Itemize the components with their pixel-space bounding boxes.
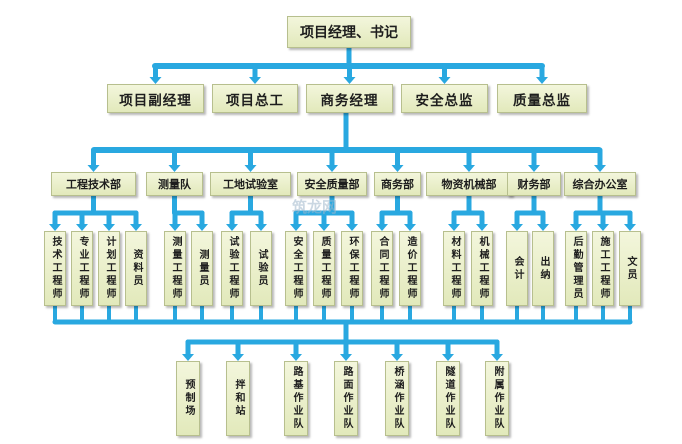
level2-box: 项目总工 — [212, 84, 298, 113]
role-box: 安全工程师 — [285, 231, 307, 306]
arrow-head — [196, 224, 208, 231]
department-box: 工地试验室 — [210, 172, 291, 196]
work-team-box: 隧道作业队 — [436, 361, 460, 436]
arrow-head — [343, 77, 356, 84]
role-box: 测量员 — [191, 231, 213, 306]
arrow-head — [448, 224, 460, 231]
role-box: 后勤管理员 — [565, 231, 587, 306]
arrow-head — [597, 224, 609, 231]
arrow-head — [249, 77, 261, 84]
work-team-box: 拌和站 — [226, 361, 250, 436]
role-box: 试验工程师 — [221, 231, 243, 306]
department-box: 财务部 — [507, 172, 561, 196]
arrow-head — [169, 224, 181, 231]
work-team-box: 路面作业队 — [334, 361, 358, 436]
arrow-head — [290, 354, 302, 361]
arrow-head — [491, 354, 503, 361]
role-box: 文员 — [619, 231, 641, 306]
arrow-head — [391, 354, 403, 361]
arrow-head — [391, 165, 404, 172]
department-box: 工程技术部 — [51, 172, 136, 196]
role-box: 出纳 — [532, 231, 554, 306]
arrow-head — [476, 224, 488, 231]
arrow-head — [442, 354, 454, 361]
arrow-head — [511, 224, 523, 231]
department-box: 安全质量部 — [297, 172, 367, 196]
role-box: 机械工程师 — [471, 231, 493, 306]
level2-box: 安全总监 — [401, 84, 488, 113]
role-box: 造价工程师 — [399, 231, 421, 306]
department-box: 物资机械部 — [426, 172, 512, 196]
role-box: 技术工程师 — [44, 231, 66, 306]
role-box: 合同工程师 — [371, 231, 393, 306]
arrow-head — [130, 224, 142, 231]
arrow-head — [49, 224, 61, 231]
role-box: 资料员 — [125, 231, 147, 306]
work-team-box: 路基作业队 — [284, 361, 308, 436]
arrow-head — [182, 354, 194, 361]
level2-box: 项目副经理 — [107, 84, 204, 113]
project-manager-box: 项目经理、书记 — [287, 16, 411, 48]
arrow-head — [244, 165, 257, 172]
arrow-head — [537, 224, 549, 231]
arrow-head — [404, 224, 416, 231]
work-team-box: 预制场 — [176, 361, 200, 436]
arrow-head — [340, 354, 352, 361]
role-box: 质量工程师 — [313, 231, 335, 306]
arrow-head — [463, 165, 475, 172]
role-box: 材料工程师 — [443, 231, 465, 306]
role-box: 测量工程师 — [164, 231, 186, 306]
role-box: 计划工程师 — [98, 231, 120, 306]
role-box: 环保工程师 — [341, 231, 363, 306]
arrow-head — [594, 165, 606, 172]
arrow-head — [76, 224, 88, 231]
arrow-head — [318, 224, 330, 231]
arrow-head — [326, 165, 338, 172]
arrow-head — [438, 77, 451, 84]
watermark: 筑龙网 — [292, 198, 338, 216]
role-box: 施工工程师 — [592, 231, 614, 306]
role-box: 试验员 — [250, 231, 272, 306]
arrow-head — [232, 354, 244, 361]
level2-box: 质量总监 — [497, 84, 587, 113]
work-team-box: 附属作业队 — [485, 361, 509, 436]
department-box: 综合办公室 — [564, 172, 636, 196]
arrow-head — [376, 224, 388, 231]
arrow-head — [87, 165, 100, 172]
arrow-head — [226, 224, 238, 231]
level2-box: 商务经理 — [306, 84, 393, 113]
department-box: 测量队 — [146, 172, 203, 196]
arrow-head — [536, 77, 548, 84]
arrow-head — [149, 77, 162, 84]
role-box: 专业工程师 — [71, 231, 93, 306]
work-team-box: 桥涵作业队 — [385, 361, 409, 436]
arrow-head — [528, 165, 540, 172]
arrow-head — [624, 224, 636, 231]
arrow-head — [255, 224, 267, 231]
arrow-head — [290, 224, 302, 231]
arrow-head — [346, 224, 358, 231]
role-box: 会计 — [506, 231, 528, 306]
arrow-head — [103, 224, 115, 231]
arrow-head — [168, 165, 181, 172]
arrow-head — [570, 224, 582, 231]
department-box: 商务部 — [374, 172, 421, 196]
